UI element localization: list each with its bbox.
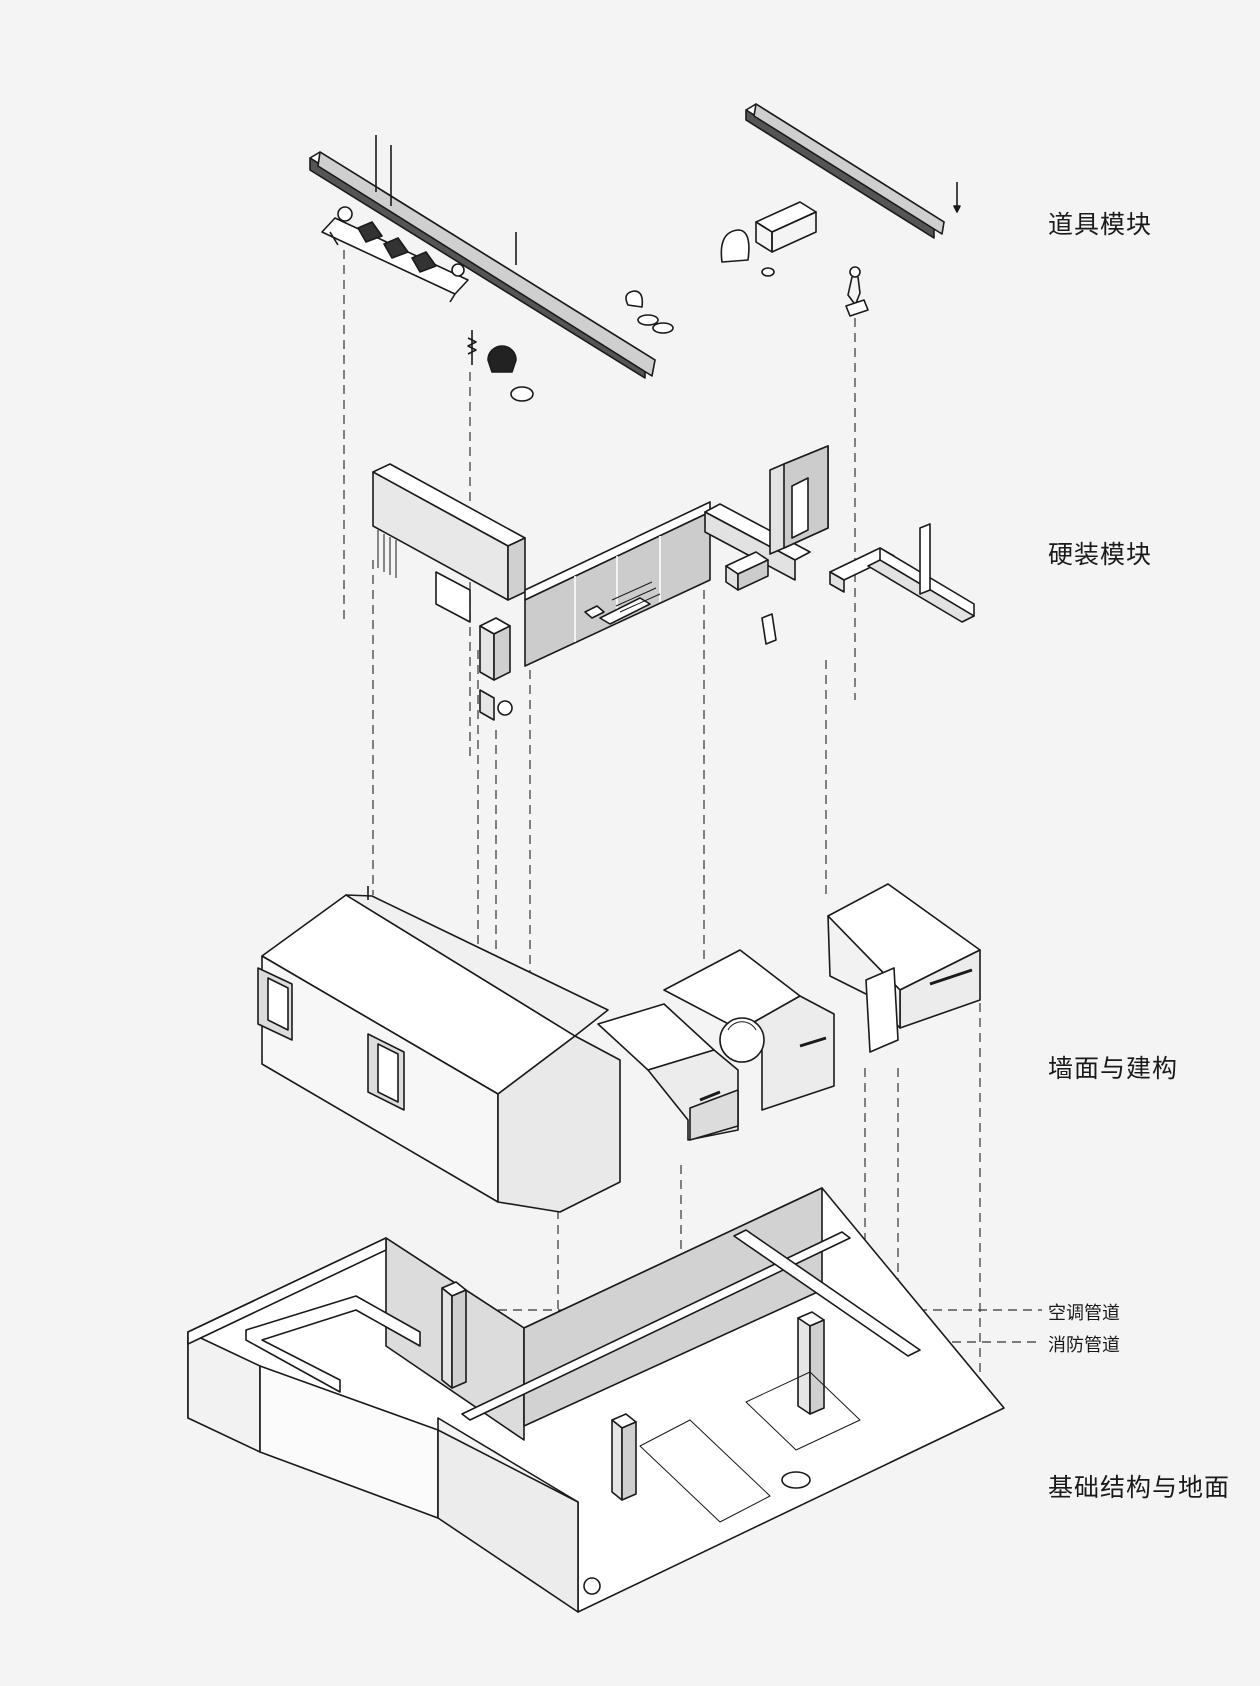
- walls-and-structures-layer: [257, 883, 981, 1213]
- human-figure: [845, 266, 869, 317]
- structural-columns: [441, 1281, 825, 1501]
- lounge-chairs-small: [625, 290, 674, 334]
- hard-finish-layer: [372, 445, 975, 721]
- fire-sprinkler-pipe: [461, 1229, 921, 1421]
- annotation-hvac-duct: 空调管道: [1048, 1303, 1120, 1324]
- lighting-track-left: [309, 135, 656, 379]
- armchair-and-display-frame: [720, 201, 817, 277]
- tall-door-frame: [761, 445, 829, 645]
- layer-label-walls-structures: 墙面与建构: [1048, 1054, 1179, 1083]
- lighting-track-right: [745, 103, 961, 239]
- base-structure-layer: [187, 1187, 1005, 1613]
- props-layer: [309, 103, 961, 402]
- long-gable-house: [257, 886, 621, 1213]
- column-pieces: [479, 617, 513, 721]
- layer-label-base-floor: 基础结构与地面: [1048, 1473, 1231, 1502]
- right-gable-house: [827, 883, 981, 1053]
- middle-gable-houses: [597, 949, 835, 1141]
- layer-label-hard-finish: 硬装模块: [1048, 540, 1153, 569]
- annotation-fire-pipe: 消防管道: [1048, 1335, 1120, 1356]
- right-l-bench: [829, 523, 975, 623]
- panel-wall-with-stairs: [524, 501, 711, 667]
- layer-label-props: 道具模块: [1048, 210, 1153, 239]
- left-feature-wall: [372, 463, 526, 623]
- hvac-duct: [245, 1295, 421, 1393]
- dining-table-set: [321, 206, 469, 303]
- pendant-and-round-chair: [467, 330, 534, 402]
